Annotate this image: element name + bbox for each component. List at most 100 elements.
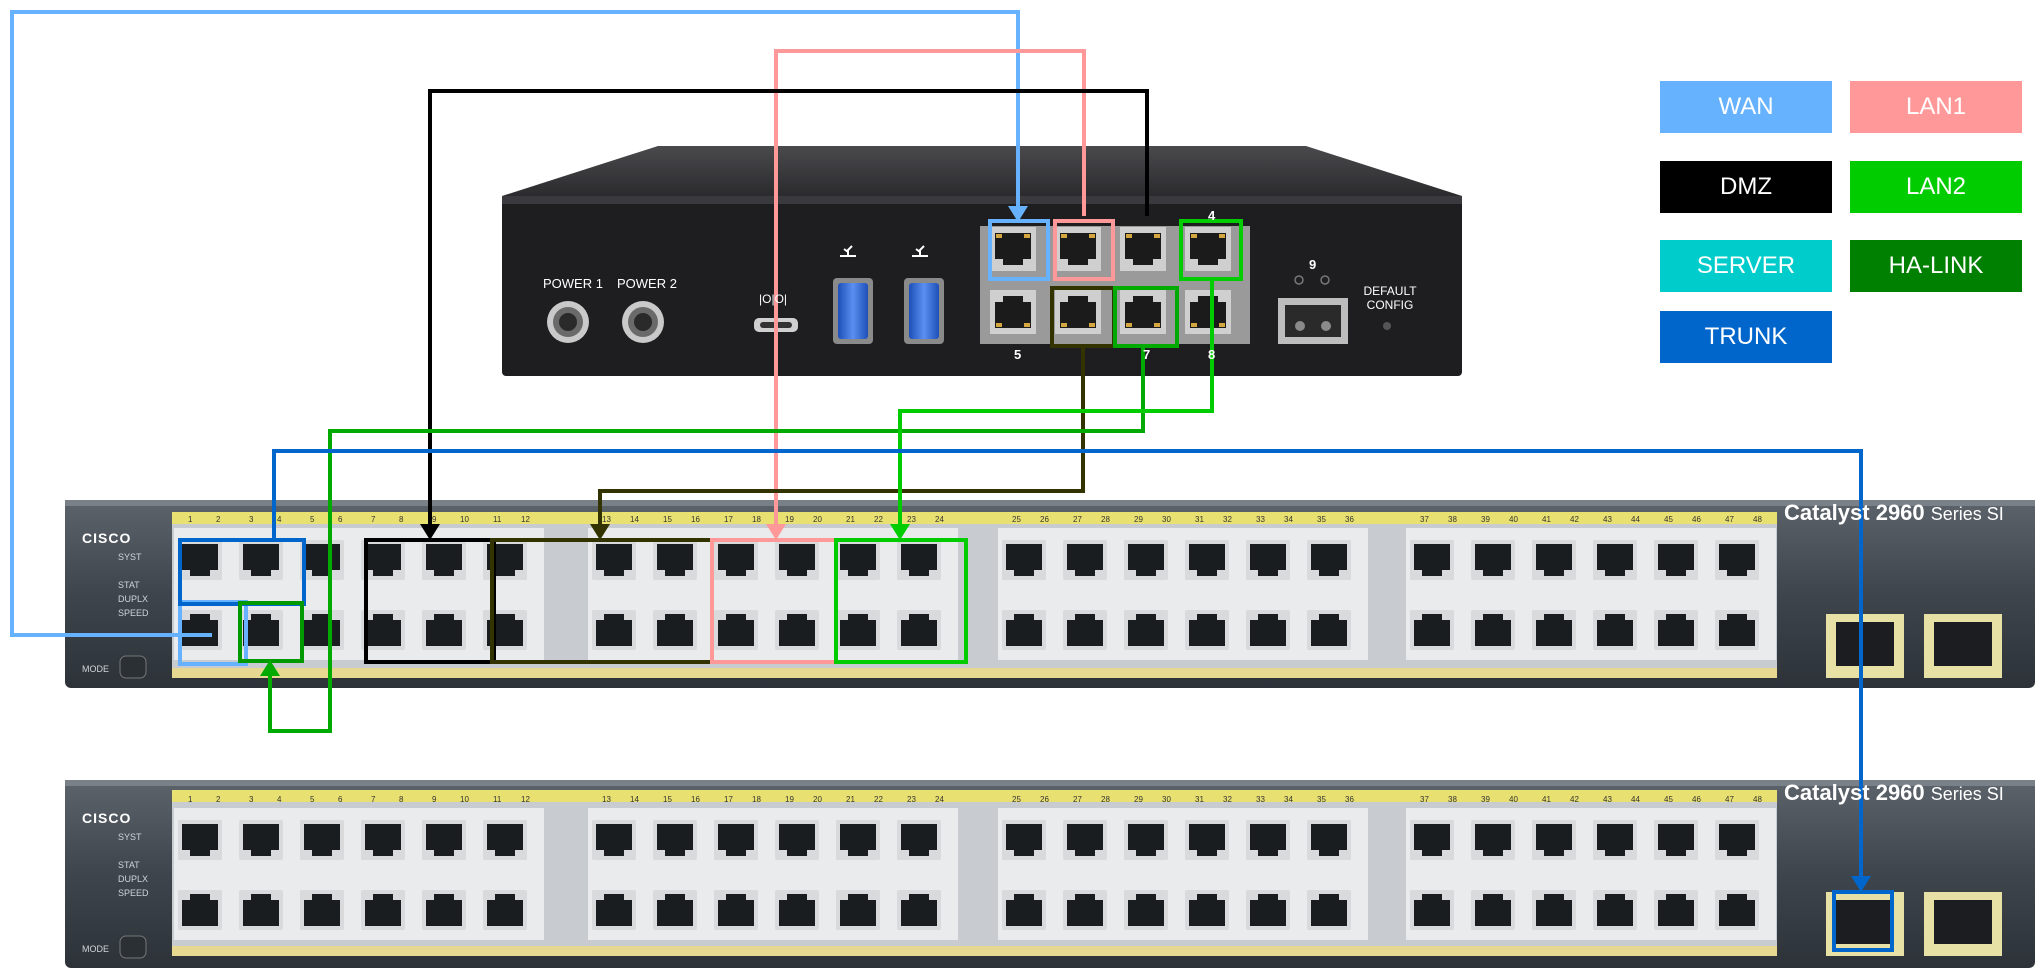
fw-port-8-number: 8 <box>1208 347 1216 362</box>
switch-port-21 <box>836 820 880 860</box>
lan2-link-1 <box>268 344 1145 733</box>
highlight-boxes <box>178 219 1894 952</box>
switch-port-48 <box>1715 610 1759 650</box>
led-duplx: DUPLX <box>118 874 149 884</box>
switch-port-48 <box>1715 890 1759 930</box>
port-number-label: 20 <box>813 515 822 524</box>
led-speed: SPEED <box>118 608 149 618</box>
switch-port-19 <box>775 540 819 580</box>
legend-server: SERVER <box>1660 240 1832 292</box>
trunk-link <box>272 449 1863 886</box>
port-number-label: 31 <box>1195 515 1204 524</box>
lan2-arrow-2 <box>890 524 910 540</box>
fw-port-4 <box>1185 227 1231 271</box>
switch-port-44 <box>1593 610 1637 650</box>
port-number-label: 35 <box>1317 795 1326 804</box>
port-number-label: 48 <box>1753 515 1762 524</box>
port-number-label: 23 <box>907 515 916 524</box>
fw-port-4-number: 4 <box>1208 208 1216 223</box>
port-number-label: 12 <box>521 795 530 804</box>
trunk-arrow <box>1851 876 1871 892</box>
port-group <box>1406 528 1776 660</box>
port-number-label: 36 <box>1345 515 1354 524</box>
port-number-label: 33 <box>1256 515 1265 524</box>
switch-port-47 <box>1715 540 1759 580</box>
switch-port-3 <box>239 540 283 580</box>
port-number-label: 47 <box>1725 515 1734 524</box>
switch-port-30 <box>1124 890 1168 930</box>
switch-port-46 <box>1654 610 1698 650</box>
switch-port-21 <box>836 540 880 580</box>
port-number-label: 23 <box>907 795 916 804</box>
switch-port-2 <box>178 610 222 650</box>
switch-port-12 <box>483 890 527 930</box>
switch-port-30 <box>1124 610 1168 650</box>
switch-port-37 <box>1410 820 1454 860</box>
port-number-label: 28 <box>1101 795 1110 804</box>
dmz-link <box>428 89 1149 534</box>
switch-model: Catalyst 2960 Series SI <box>1784 500 2004 526</box>
legend-wan-label: WAN <box>1718 93 1774 120</box>
lan1-link <box>774 49 1086 534</box>
port-number-label: 17 <box>724 795 733 804</box>
switch-port-41 <box>1532 820 1576 860</box>
sfp-port-1 <box>1826 614 1904 678</box>
port-number-label: 27 <box>1073 515 1082 524</box>
lan1-arrow <box>766 524 786 540</box>
model-series: Series SI <box>1930 784 2004 804</box>
port-number-label: 10 <box>460 795 469 804</box>
port-number-label: 42 <box>1570 795 1579 804</box>
port-number-label: 26 <box>1040 515 1049 524</box>
switch-port-17 <box>714 820 758 860</box>
port-number-label: 24 <box>935 795 944 804</box>
power1-connector <box>547 301 589 343</box>
usb-icon <box>840 245 856 257</box>
port-number-label: 21 <box>846 515 855 524</box>
legend-wan: WAN <box>1660 81 1832 133</box>
switch-port-9 <box>422 820 466 860</box>
usb-port-2 <box>904 278 944 344</box>
mode-button <box>119 655 147 679</box>
port-number-label: 16 <box>691 795 700 804</box>
port-number-label: 15 <box>663 515 672 524</box>
switch-port-25 <box>1002 820 1046 860</box>
port-number-label: 2 <box>216 515 221 524</box>
switch-port-27 <box>1063 540 1107 580</box>
port-number-label: 13 <box>602 795 611 804</box>
switch-port-24 <box>897 610 941 650</box>
switch-port-14 <box>592 610 636 650</box>
switch-port-39 <box>1471 820 1515 860</box>
usb-icon <box>912 245 928 257</box>
port-number-label: 12 <box>521 515 530 524</box>
port-number-label: 17 <box>724 515 733 524</box>
switch-port-31 <box>1185 540 1229 580</box>
switch-port-43 <box>1593 540 1637 580</box>
fw-port-1 <box>990 227 1036 271</box>
port-number-label: 10 <box>460 515 469 524</box>
switch-port-41 <box>1532 540 1576 580</box>
port-number-label: 42 <box>1570 515 1579 524</box>
legend-trunk-label: TRUNK <box>1704 323 1788 350</box>
model-series: Series SI <box>1930 504 2004 524</box>
port-number-label: 30 <box>1162 515 1171 524</box>
switch-port-9 <box>422 540 466 580</box>
port-number-label: 22 <box>874 795 883 804</box>
switch-port-39 <box>1471 540 1515 580</box>
switch-port-6 <box>300 890 344 930</box>
cisco-logo: CISCO <box>82 810 131 826</box>
trunk-switch2-highlight <box>1832 890 1894 952</box>
fw-port-6 <box>1055 290 1101 334</box>
port-number-label: 8 <box>399 795 404 804</box>
switch-port-16 <box>653 890 697 930</box>
switch-port-15 <box>653 820 697 860</box>
switch-port-18 <box>714 890 758 930</box>
switch-port-33 <box>1246 820 1290 860</box>
port-group <box>1406 808 1776 940</box>
lan2-switch-highlight <box>834 538 968 664</box>
switch-port-40 <box>1471 610 1515 650</box>
switch-port-26 <box>1002 890 1046 930</box>
switch-port-10 <box>422 610 466 650</box>
port-number-label: 3 <box>249 515 254 524</box>
switch-port-36 <box>1307 890 1351 930</box>
port-number-label: 13 <box>602 515 611 524</box>
